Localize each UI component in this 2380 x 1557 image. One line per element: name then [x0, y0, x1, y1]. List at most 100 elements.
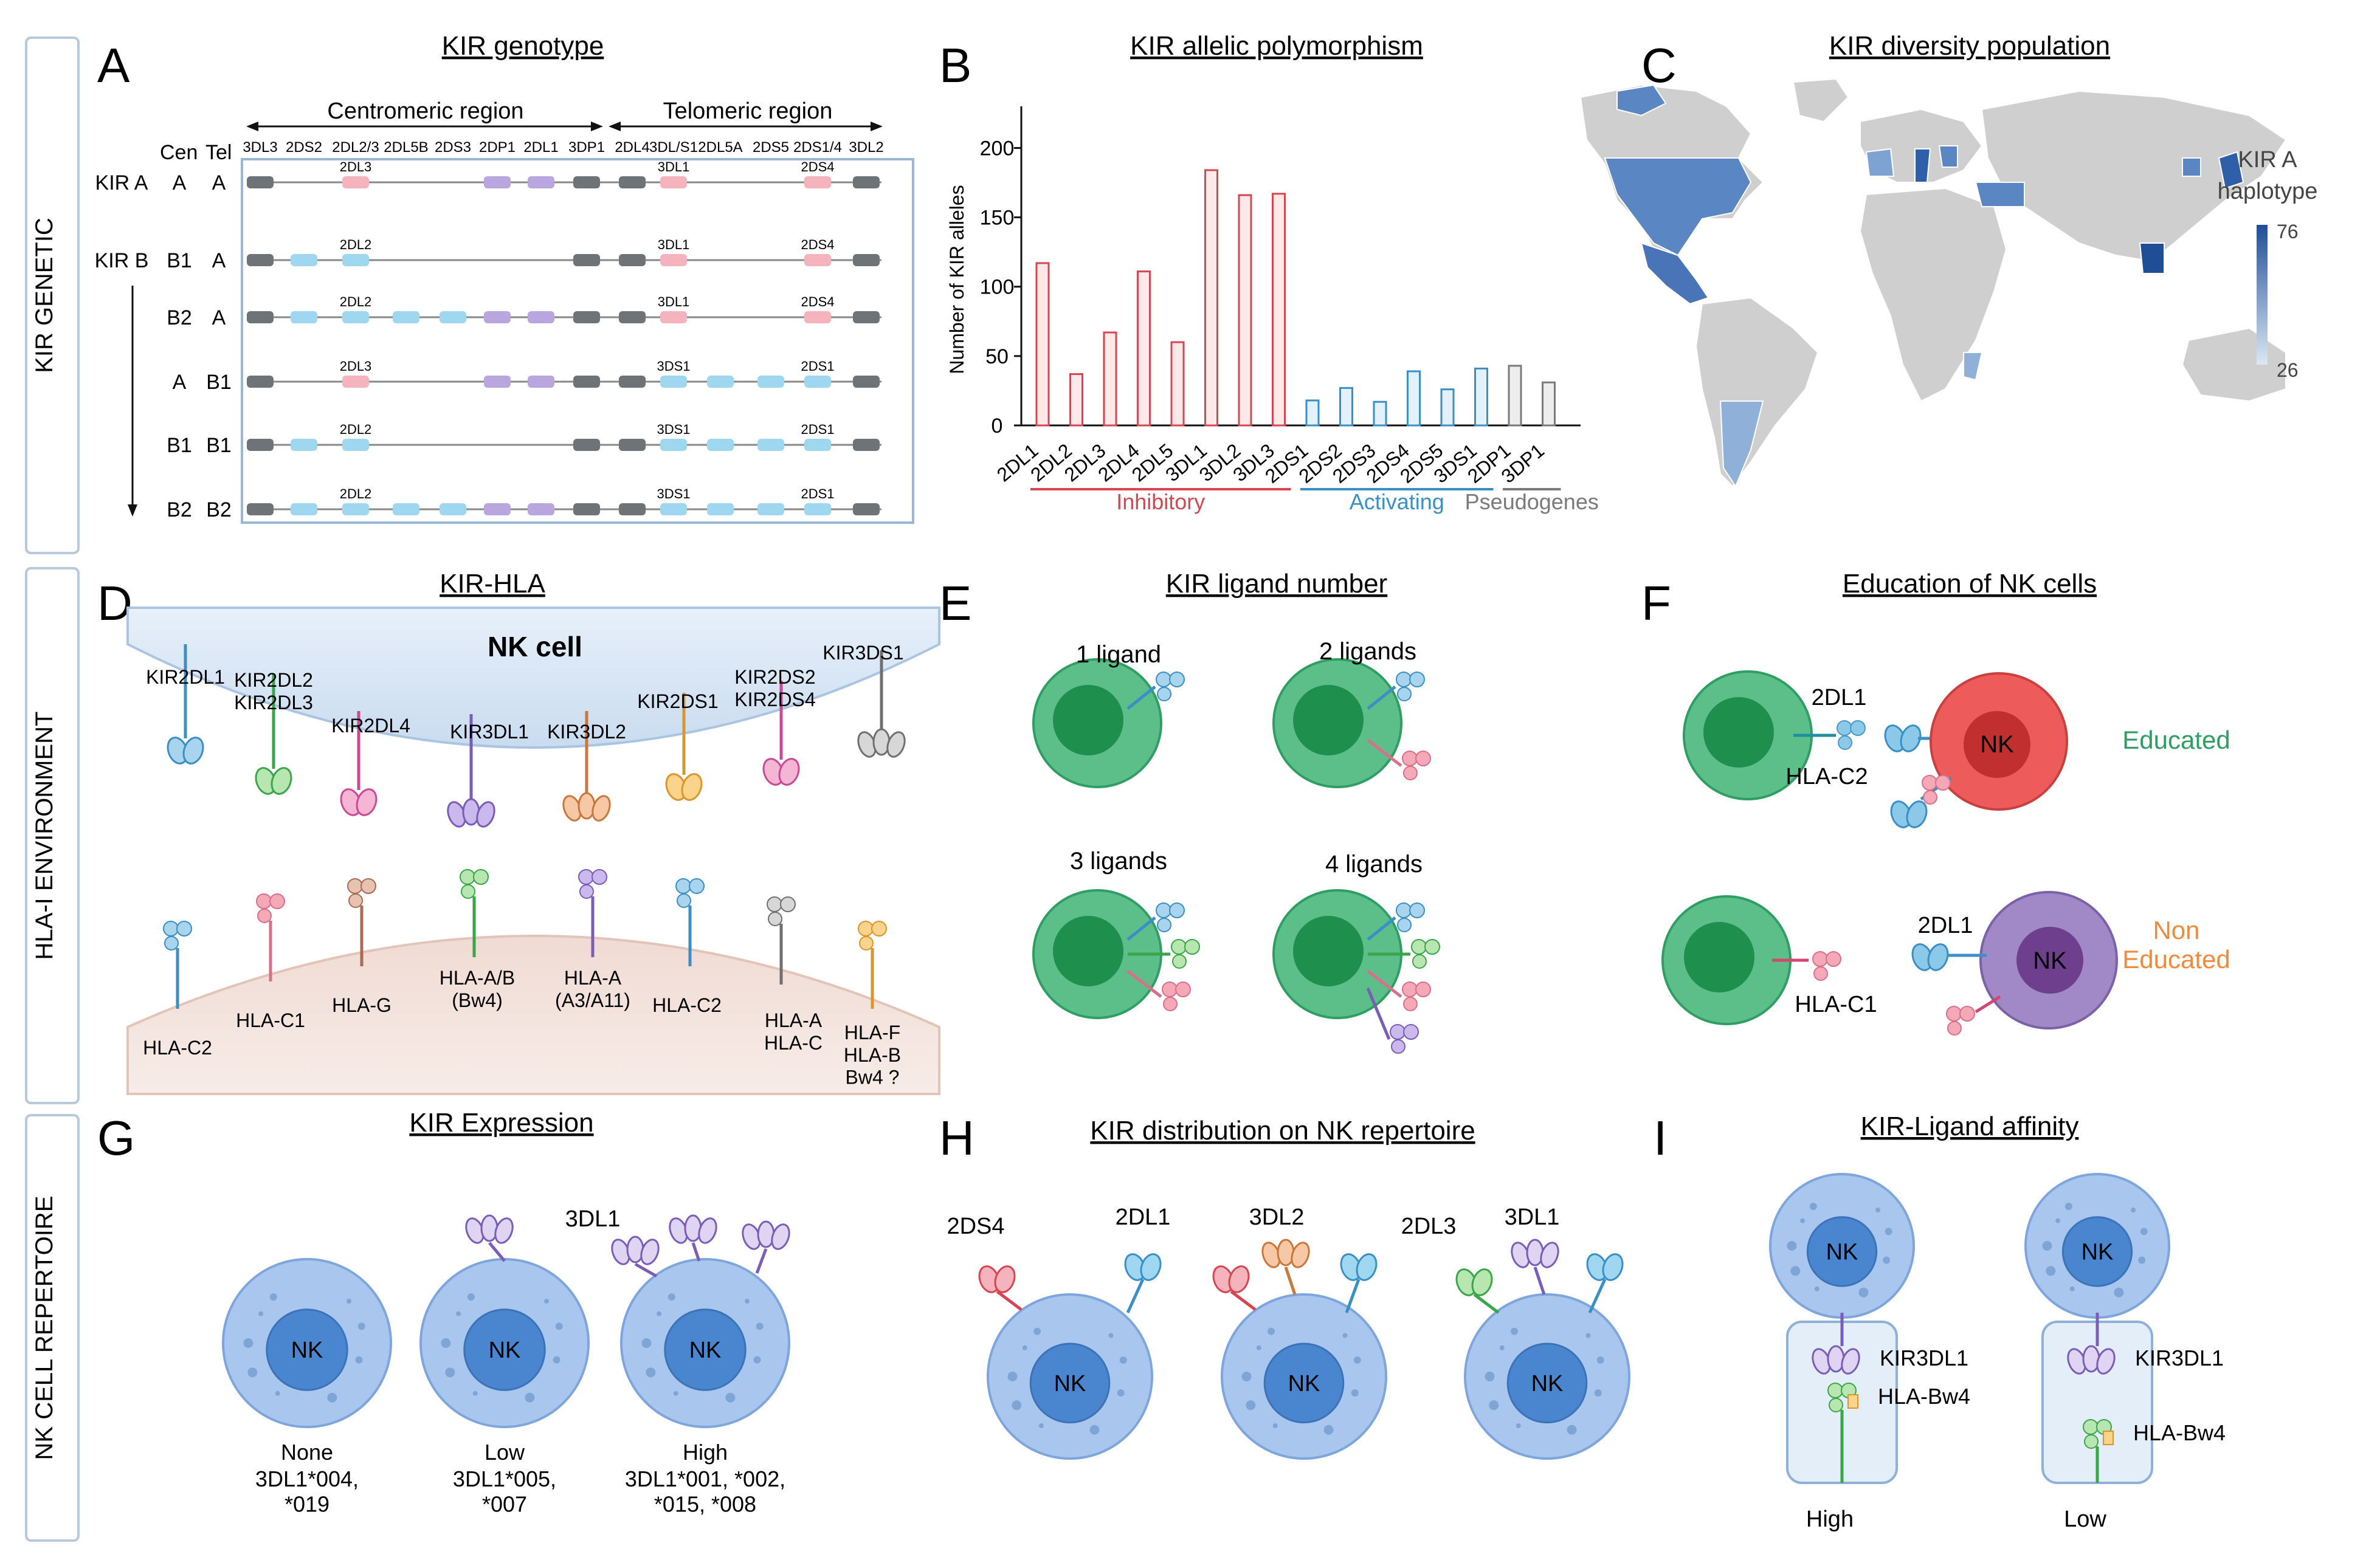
gene-box [484, 176, 511, 188]
repertoire-receptor-label: 2DL1 [1116, 1205, 1171, 1230]
gene-box-label: 3DL1 [658, 237, 690, 252]
affinity-receptor-label: KIR3DL1 [2135, 1346, 2224, 1370]
ligand-label: HLA-C2 [143, 1037, 212, 1059]
haplotype-tel: A [212, 249, 226, 272]
nk-nucleus-educated [1964, 711, 2030, 778]
target-cell-membrane [126, 935, 940, 1095]
nk-label-educated: NK [1980, 731, 2014, 758]
bar [1103, 331, 1117, 427]
panel-title-e: KIR ligand number [1166, 569, 1387, 599]
tel-column-header: Tel [205, 141, 232, 164]
korea [2182, 157, 2201, 177]
hla-ligand: HLA-A(A3/A11) [555, 869, 630, 1011]
nk-cell: NK [2024, 1173, 2170, 1319]
kir3dl1-receptor [462, 1214, 517, 1262]
gene-box [440, 311, 466, 323]
haplotype-tel: B1 [206, 434, 232, 457]
ligand-count-label: 2 ligands [1319, 638, 1416, 665]
hla-ligand: HLA-G [332, 878, 391, 1016]
ligand-label-top: HLA-C2 [1785, 764, 1868, 789]
italy [1914, 148, 1931, 183]
y-axis-label: Number of KIR alleles [946, 185, 968, 374]
expression-alleles: 3DL1*004,*019 [255, 1466, 359, 1516]
panel-title-h: KIR distribution on NK repertoire [1090, 1116, 1475, 1146]
gene-box-label: 2DL2 [340, 486, 372, 501]
gene-box [342, 503, 369, 515]
bar [1407, 370, 1421, 427]
gene-box [660, 254, 687, 266]
panel-title-i: KIR-Ligand affinity [1861, 1112, 2079, 1141]
bar [1035, 262, 1050, 427]
gene-box [291, 311, 317, 323]
gene-box [853, 376, 880, 388]
kir-receptor: KIR2DL1 [146, 644, 225, 768]
repertoire-receptor-label: 3DL2 [1249, 1205, 1305, 1230]
greenland [1792, 78, 1849, 123]
gene-box [247, 376, 274, 388]
panel-title-b: KIR allelic polymorphism [1130, 31, 1423, 61]
nk-cell-membrane [126, 607, 940, 749]
row-label-1: KIR GENETIC [25, 36, 80, 554]
ligand-cell: 2 ligands [1272, 638, 1431, 788]
nk-cell-label: NK cell [488, 631, 582, 662]
ligand-cell: 1 ligand [1032, 641, 1185, 788]
panel-title-g: KIR Expression [409, 1108, 593, 1138]
gene-box [757, 503, 784, 515]
kir-receptor [1582, 1250, 1627, 1314]
kir-receptor [1209, 1262, 1257, 1311]
australia [2181, 327, 2286, 402]
kir-receptor [1336, 1250, 1381, 1313]
hla-ligand: HLA-C2 [652, 878, 722, 1016]
gene-box [342, 176, 369, 188]
nk-cell: NK [987, 1293, 1153, 1460]
gene-header: 3DL3 [243, 139, 277, 156]
receptor-label: KIR2DL4 [331, 715, 410, 737]
east-europe [1938, 145, 1958, 168]
gene-header: 2DS1/4 [793, 139, 842, 156]
haplotype-cen: B1 [167, 249, 192, 272]
cen-column-header: Cen [160, 141, 198, 164]
group-label: Activating [1350, 489, 1444, 514]
map-land [1579, 78, 2287, 488]
alaska [1616, 84, 1667, 117]
genotype-diagram: Centromeric region Telomeric region Cen … [95, 98, 914, 524]
kir-receptor [1258, 1239, 1313, 1295]
telomeric-label: Telomeric region [663, 98, 833, 124]
nk-label: NK [689, 1338, 722, 1363]
ligand-count-label: 1 ligand [1076, 641, 1161, 668]
gene-header: 3DL/S1 [649, 139, 698, 156]
gene-header: 2DL1 [523, 139, 558, 156]
nk-label: NK [1054, 1371, 1086, 1397]
panel-letter-g: G [97, 1111, 135, 1165]
gene-box [393, 503, 419, 515]
expression-receptor-label: 3DL1 [565, 1206, 621, 1232]
panel-title-d: KIR-HLA [440, 569, 545, 599]
ligand-label: HLA-C2 [652, 994, 722, 1016]
middle-east [1975, 182, 2025, 207]
kir-receptor: KIR3DL1 [444, 714, 529, 830]
haplotype-name: KIR A [95, 171, 148, 194]
mexico [1640, 242, 1709, 305]
hla-ligand: HLA-C2 [143, 921, 212, 1059]
panel-letter-i: I [1654, 1111, 1667, 1165]
ligand-label: HLA-A/B(Bw4) [440, 967, 515, 1011]
gene-box [619, 254, 646, 266]
haplotype-tel: A [212, 306, 226, 329]
haplotype-cen: B1 [167, 434, 192, 457]
receptor-label: KIR2DS1 [637, 690, 718, 712]
target-nucleus-top [1703, 697, 1774, 768]
gene-header: 2DL4 [615, 139, 649, 156]
genotype-box [241, 158, 914, 524]
south-africa [1963, 352, 1983, 381]
